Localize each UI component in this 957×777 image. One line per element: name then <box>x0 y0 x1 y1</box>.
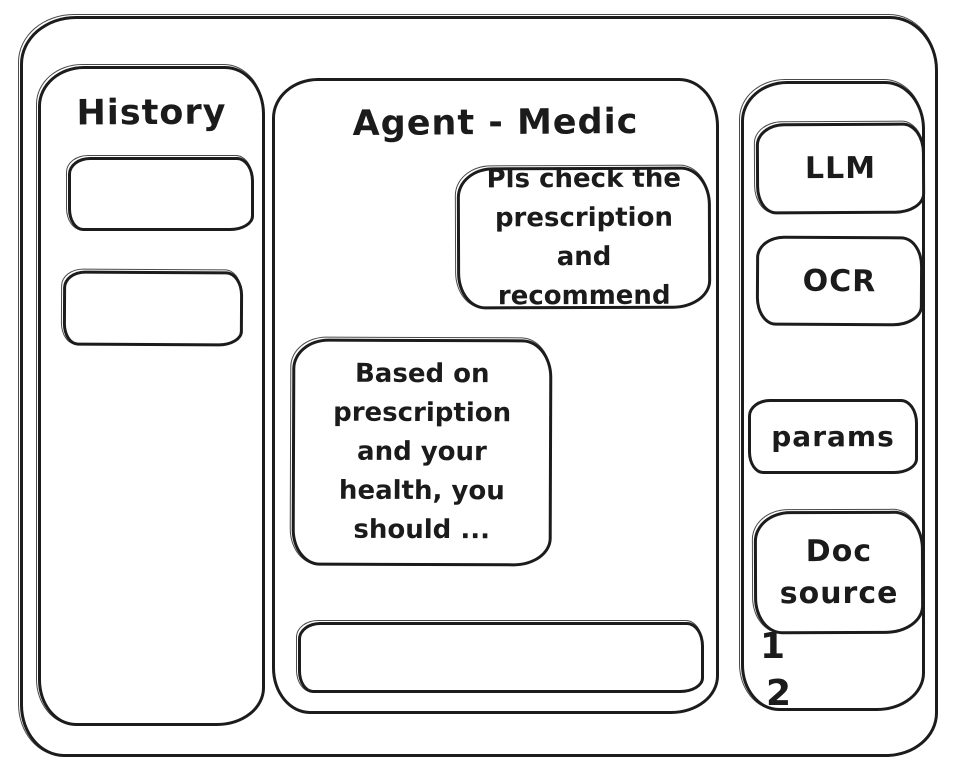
message-input[interactable] <box>296 620 704 693</box>
history-title: History <box>76 92 227 134</box>
llm-button-label: LLM <box>804 150 877 187</box>
doc-source-button-label: Doc source <box>779 533 899 611</box>
annotation-1: 1 <box>760 626 786 667</box>
chat-panel: Agent - Medic Pls check the prescription… <box>272 78 719 714</box>
history-item[interactable] <box>66 155 254 231</box>
app-frame: History Agent - Medic Pls check the pres… <box>18 14 938 757</box>
history-panel: History <box>36 64 265 726</box>
assistant-message-text: Based on prescription and your health, y… <box>333 358 512 546</box>
history-item[interactable] <box>62 270 244 347</box>
chat-title: Agent - Medic <box>352 102 639 144</box>
user-message-text: Pls check the prescription and recommend <box>486 163 682 312</box>
params-button-label: params <box>771 420 895 453</box>
assistant-message-bubble: Based on prescription and your health, y… <box>291 338 553 567</box>
ocr-button[interactable]: OCR <box>755 235 924 327</box>
user-message-bubble: Pls check the prescription and recommend <box>456 164 712 311</box>
doc-source-button[interactable]: Doc source <box>753 510 925 635</box>
llm-button[interactable]: LLM <box>755 122 926 215</box>
annotation-2: 2 <box>766 673 792 714</box>
params-button[interactable]: params <box>748 399 918 474</box>
ocr-button-label: OCR <box>802 263 877 299</box>
tools-panel: LLM OCR params Doc source 1 2 <box>739 79 926 714</box>
